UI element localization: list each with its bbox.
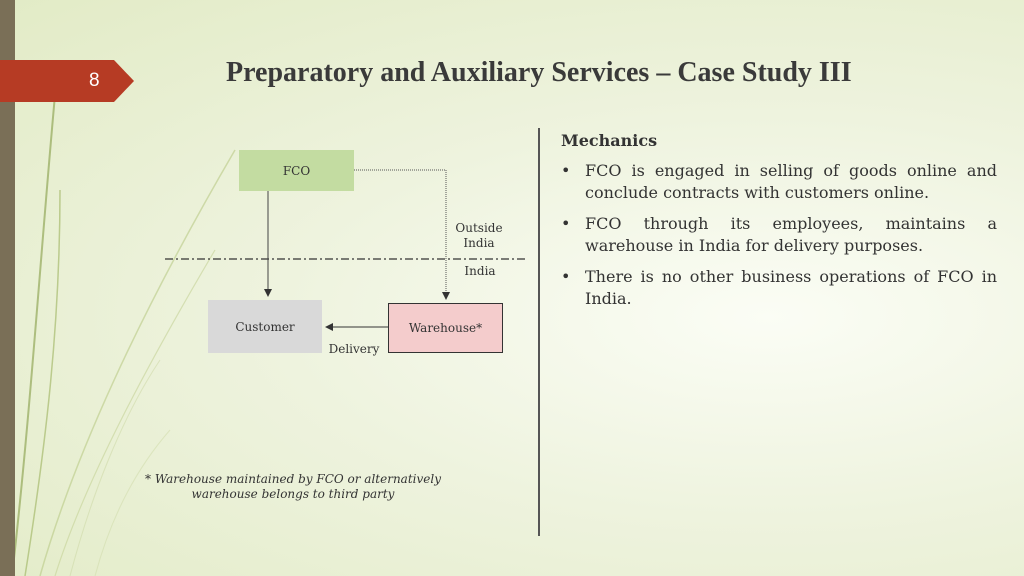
footnote: * Warehouse maintained by FCO or alterna… xyxy=(145,472,441,501)
outside-india-label: Outside India xyxy=(455,221,503,250)
fco-box: FCO xyxy=(239,150,354,191)
bullet-item: •FCO is engaged in selling of goods onli… xyxy=(561,161,997,202)
mechanics-heading: Mechanics xyxy=(561,131,658,150)
slide-title: Preparatory and Auxiliary Services – Cas… xyxy=(226,57,852,88)
customer-box: Customer xyxy=(208,300,322,353)
bullet-text: FCO is engaged in selling of goods onlin… xyxy=(585,161,997,202)
bullet-text: There is no other business operations of… xyxy=(585,267,997,308)
slide-number: 8 xyxy=(89,70,100,91)
mechanics-list: •FCO is engaged in selling of goods onli… xyxy=(561,160,997,319)
warehouse-box: Warehouse* xyxy=(388,303,503,353)
column-divider xyxy=(538,128,540,536)
left-accent-bar xyxy=(0,0,15,576)
bullet-item: •FCO through its employees, maintains a … xyxy=(561,214,997,255)
bullet-text: FCO through its employees, maintains a w… xyxy=(585,214,997,255)
delivery-label: Delivery xyxy=(328,342,380,356)
bullet-item: •There is no other business operations o… xyxy=(561,267,997,308)
india-label: India xyxy=(464,264,496,278)
fco-to-warehouse-arrow xyxy=(354,169,450,300)
slide-number-badge: 8 xyxy=(0,60,134,102)
